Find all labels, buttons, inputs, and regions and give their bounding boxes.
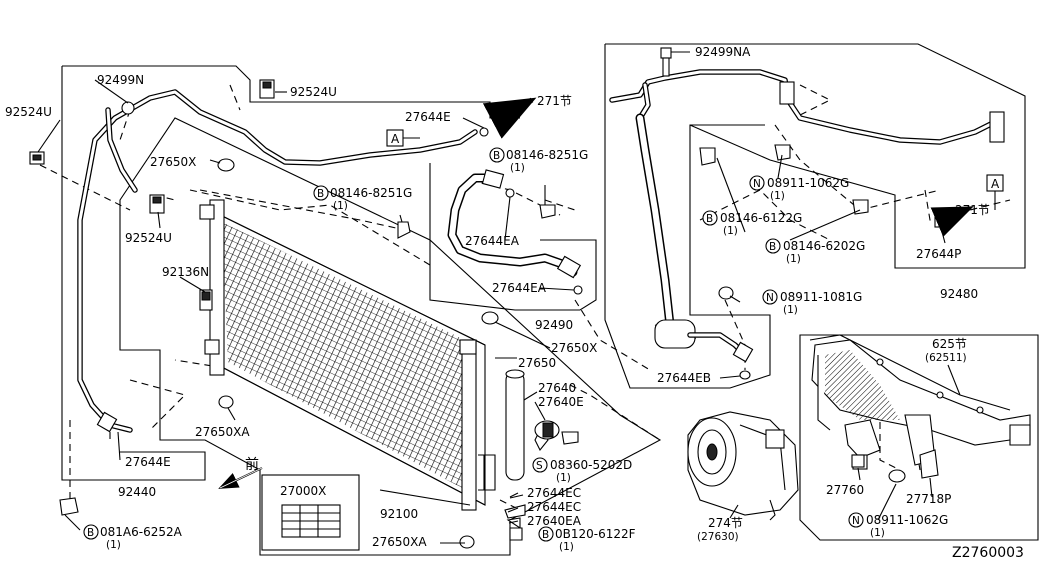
- compressor-274: [687, 411, 799, 521]
- qty-0b120-6122f: (1): [559, 541, 574, 553]
- label-27650x-right: 27650X: [551, 341, 597, 355]
- symbol-s: S: [536, 460, 543, 472]
- group-outline-92490: [429, 163, 597, 311]
- label-card-27000x: [261, 474, 360, 551]
- label-27630: (27630): [697, 531, 739, 543]
- qty-08911-1062g-bottom: (1): [870, 527, 885, 539]
- label-27000x: 27000X: [280, 484, 326, 498]
- label-08911-1062g-bottom: 08911-1062G: [866, 513, 948, 527]
- label-27650: 27650: [518, 356, 556, 370]
- group-outline-625: [799, 334, 1039, 541]
- label-08360-5202d: 08360-5202D: [550, 458, 632, 472]
- label-081a6-6252a: 081A6-6252A: [100, 525, 183, 539]
- condenser-92100: [199, 199, 496, 511]
- label-27650xa-left: 27650XA: [195, 425, 250, 439]
- label-62511: (62511): [925, 352, 967, 364]
- qty-08911-1081g: (1): [783, 304, 798, 316]
- pipe-92440: [77, 89, 478, 433]
- symbol-n: N: [766, 292, 774, 304]
- label-08146-8251g-right: 08146-8251G: [506, 148, 588, 162]
- label-27650xa-bottom: 27650XA: [372, 535, 427, 549]
- label-27640e: 27640E: [538, 395, 584, 409]
- label-92524u-left: 92524U: [5, 105, 52, 119]
- box-a-left: A: [391, 132, 400, 146]
- label-27644e-top: 27644E: [405, 110, 451, 124]
- arrows: [218, 97, 974, 489]
- pipe-92480: [609, 69, 1005, 145]
- hose-92490: [447, 169, 582, 279]
- label-08146-8251g-left: 08146-8251G: [330, 186, 412, 200]
- symbol-b: B: [542, 529, 549, 541]
- qty-08146-8251g-right: (1): [510, 162, 525, 174]
- crossmember-625: [809, 334, 1031, 479]
- qty-08146-6202g: (1): [786, 253, 801, 265]
- label-08911-1062g-top: 08911-1062G: [767, 176, 849, 190]
- label-271-top: 271节: [537, 94, 572, 108]
- label-27644ec-upper: 27644EC: [527, 486, 581, 500]
- box-a-right: A: [991, 177, 1000, 191]
- label-27644ea-lower: 27644EA: [492, 281, 547, 295]
- label-0b120-6122f: 0B120-6122F: [555, 527, 636, 541]
- label-27644p: 27644P: [916, 247, 961, 261]
- label-92490: 92490: [535, 318, 573, 332]
- label-27644ea-upper: 27644EA: [465, 234, 520, 248]
- label-92440: 92440: [118, 485, 156, 499]
- group-outline-92100: [119, 117, 662, 556]
- label-08146-6202g: 08146-6202G: [783, 239, 865, 253]
- small-parts: [29, 47, 948, 549]
- group-outline-92480: [604, 43, 1026, 389]
- label-leaders: [37, 51, 961, 544]
- label-274: 274节: [708, 516, 743, 530]
- label-08911-1081g: 08911-1081G: [780, 290, 862, 304]
- qty-08146-6122g: (1): [723, 225, 738, 237]
- label-27760: 27760: [826, 483, 864, 497]
- symbol-b: B: [706, 213, 713, 225]
- label-92100: 92100: [380, 507, 418, 521]
- qty-08146-8251g-left: (1): [333, 200, 348, 212]
- label-271-right: 271节: [955, 203, 990, 217]
- label-27640ea: 27640EA: [527, 514, 582, 528]
- receiver-drier-27640: [505, 369, 560, 481]
- part-labels: 92499N 92524U 92524U 92524U 27644E 271节 …: [5, 45, 1024, 561]
- label-27644eb: 27644EB: [657, 371, 711, 385]
- label-08146-6122g: 08146-6122G: [720, 211, 802, 225]
- label-92524u-top: 92524U: [290, 85, 337, 99]
- label-92136n: 92136N: [162, 265, 209, 279]
- label-27718p: 27718P: [906, 492, 951, 506]
- catalog-number: Z2760003: [952, 545, 1024, 561]
- qty-081a6-6252a: (1): [106, 539, 121, 551]
- label-92499na: 92499NA: [695, 45, 751, 59]
- symbol-n: N: [753, 178, 761, 190]
- box-a-markers: A A: [386, 129, 1004, 210]
- symbol-n: N: [852, 515, 860, 527]
- qty-08360-5202d: (1): [556, 472, 571, 484]
- symbol-circles: B B S B B N B B N N: [83, 147, 864, 542]
- label-92499n: 92499N: [97, 73, 144, 87]
- label-27640: 27640: [538, 381, 576, 395]
- label-front-arrow: 前: [245, 456, 259, 473]
- label-625: 625节: [932, 337, 967, 351]
- symbol-b: B: [769, 241, 776, 253]
- hose-with-muffler: [635, 113, 754, 363]
- label-27644ec-lower: 27644EC: [527, 500, 581, 514]
- label-92480: 92480: [940, 287, 978, 301]
- qty-08911-1062g-top: (1): [770, 190, 785, 202]
- label-27650x-top: 27650X: [150, 155, 196, 169]
- label-92524u-middle: 92524U: [125, 231, 172, 245]
- symbol-b: B: [87, 527, 94, 539]
- label-27644e-left: 27644E: [125, 455, 171, 469]
- symbol-b: B: [317, 188, 324, 200]
- symbol-b: B: [493, 150, 500, 162]
